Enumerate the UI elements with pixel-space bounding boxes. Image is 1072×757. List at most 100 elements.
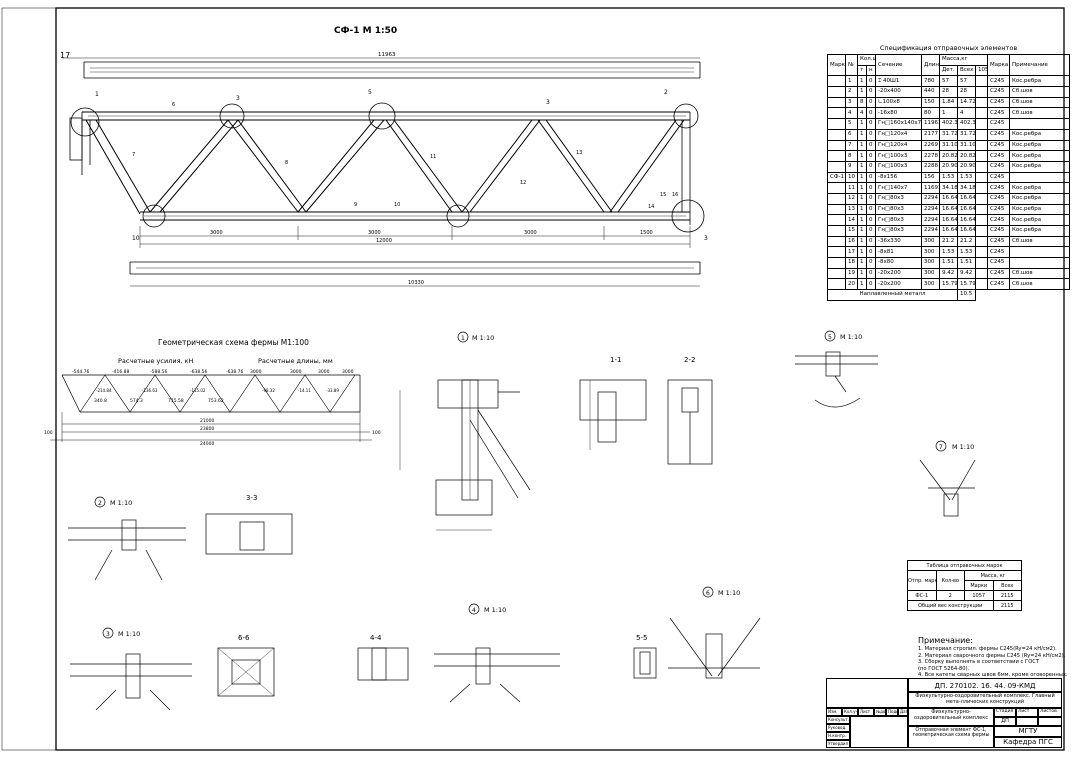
spec-cell-t: 1 — [857, 203, 867, 216]
spec-cell-steel: С245 — [987, 171, 1010, 184]
spec-cell-section: Гн□80х3 — [875, 192, 922, 205]
spec-cell-section: -8х156 — [875, 171, 922, 184]
spec-cell-length: 150 — [921, 96, 940, 109]
spec-cell-note: Кос.ребра — [1008, 203, 1071, 216]
spec-cell-mass-all: 1.51 — [957, 257, 976, 269]
spec-cell-mass-all: 15.79 — [957, 278, 976, 291]
stamp-org: МГТУ — [994, 726, 1062, 737]
spec-cell-mass-det: 1.51 — [939, 257, 958, 269]
spec-cell-mass-mark — [975, 203, 988, 216]
spec-cell-mass-mark — [975, 192, 988, 205]
node-5-detail — [795, 330, 878, 408]
section-6-6-label: 6-6 — [238, 634, 250, 642]
member-label-9: 9 — [354, 202, 357, 208]
scheme-diag-force-2: -136.63 — [142, 388, 158, 393]
scheme-length-2: 3000 — [290, 369, 302, 375]
node-4-scale: М 1:10 — [484, 606, 506, 614]
spec-cell-mass-det: 16.64 — [939, 225, 958, 237]
spec-cell-note: Кос.ребра — [1008, 150, 1071, 162]
specification-table: Спецификация отправочных элементов Марка… — [827, 43, 1071, 301]
spec-cell-length: 2177 — [921, 128, 940, 141]
spec-cell-mark — [827, 225, 846, 237]
spec-cell-mark — [827, 139, 846, 152]
spec-cell-mark — [827, 150, 846, 162]
member-label-7: 7 — [132, 152, 135, 158]
spec-cell-mass-all: 31.72 — [957, 128, 976, 141]
spec-cell-mass-det: 20.82 — [939, 150, 958, 162]
spec-cell-length: 300 — [921, 278, 940, 291]
spec-cell-mass-all: 16.64 — [957, 203, 976, 216]
spec-cell-steel: С245 — [987, 214, 1010, 226]
spec-cell-n: 0 — [866, 278, 876, 291]
spec-cell-steel: С245 — [987, 203, 1010, 216]
spec-cell-t: 1 — [857, 150, 867, 162]
spec-cell-section: ⌶ 40Ш1 — [875, 75, 922, 88]
stamp-label-consult: Консульт. — [826, 716, 850, 724]
node-4-number: 4 — [472, 607, 476, 614]
scheme-diag-force-5: -14.11 — [298, 388, 311, 393]
spec-cell-mass-mark — [975, 225, 988, 237]
mass-row-mass: 1057 — [964, 590, 994, 601]
spec-cell-mass-mark — [975, 96, 988, 109]
section-6-6-detail — [217, 647, 275, 697]
spec-cell-length: 80 — [921, 107, 940, 120]
spec-row: 7 1 0 Гн□120х4 2269 31.10 31.10 С245 Кос… — [827, 139, 1071, 152]
spec-cell-mass-mark — [975, 128, 988, 141]
member-label-12: 12 — [520, 180, 526, 186]
scheme-top-force-3: -588.56 — [150, 369, 168, 375]
spec-cell-num: 4 — [845, 107, 858, 120]
mass-row-qty: 2 — [935, 590, 965, 601]
spec-cell-note: Сб.шов — [1008, 96, 1071, 109]
member-label-13: 13 — [576, 150, 582, 156]
spec-cell-note: Кос.ребра — [1008, 225, 1071, 237]
mark-bottom-right: 3 — [704, 235, 708, 242]
spec-cell-mass-all: 21.2 — [957, 235, 976, 248]
member-label-8: 8 — [285, 160, 288, 166]
spec-cell-num: 10 — [845, 171, 858, 184]
mass-col-qty: Кол-во — [935, 570, 965, 591]
spec-cell-mass-all: 16.64 — [957, 214, 976, 226]
spec-total-label: Наплавленный металл — [827, 289, 958, 301]
spec-cell-t: 1 — [857, 278, 867, 291]
spec-row: 2 1 0 -20х400 440 28 28 С245 Сб.шов — [827, 86, 1071, 98]
spec-cell-note — [1008, 246, 1071, 259]
node-7-number: 7 — [939, 444, 943, 451]
spec-cell-mass-all: 34.18 — [957, 182, 976, 194]
stamp-stage: ДП — [994, 717, 1016, 726]
spec-cell-mass-all: 1.53 — [957, 246, 976, 259]
spec-cell-section: -20х200 — [875, 278, 922, 291]
spec-cell-mass-mark — [975, 278, 988, 291]
scheme-diag-force-1: -214.84 — [96, 388, 112, 393]
node-3-scale: М 1:10 — [118, 630, 140, 638]
spec-cell-mass-mark — [975, 257, 988, 269]
node-mark-2: 3 — [236, 95, 240, 102]
stamp-label-stage: Стадия — [994, 708, 1016, 717]
spec-sub-mark-total: 1057 — [975, 64, 988, 77]
spec-cell-steel: С245 — [987, 107, 1010, 120]
spec-cell-mass-det: 1.84 — [939, 96, 958, 109]
spec-cell-section: -36х330 — [875, 235, 922, 248]
spec-cell-section: ∟100х8 — [875, 96, 922, 109]
member-label-16: 16 — [672, 192, 678, 198]
spec-cell-note: Сб.шов — [1008, 267, 1071, 280]
spec-cell-mass-det: 16.64 — [939, 214, 958, 226]
spec-cell-num: 14 — [845, 214, 858, 226]
spec-cell-section: Гн□120х4 — [875, 139, 922, 152]
spec-cell-steel: С245 — [987, 118, 1010, 130]
spec-cell-t: 1 — [857, 214, 867, 226]
spec-cell-steel: С245 — [987, 96, 1010, 109]
spec-cell-mark — [827, 235, 846, 248]
spec-cell-n: 0 — [866, 160, 876, 173]
spec-cell-mass-det: 402.3 — [939, 118, 958, 130]
spec-sub-det: Дет. — [939, 64, 958, 77]
node-3-detail — [70, 627, 192, 711]
stamp-label-izm: Изм. — [826, 708, 842, 716]
spec-row: 14 1 0 Гн□80х3 2294 16.64 16.64 С245 Кос… — [827, 214, 1071, 226]
stamp-sheets-count — [1038, 717, 1062, 726]
spec-row: 18 1 0 -8х80 300 1.51 1.51 С245 — [827, 257, 1071, 269]
spec-cell-mark — [827, 96, 846, 109]
section-4-4-label: 4-4 — [370, 634, 382, 642]
mass-col-mark: Отпр. марка — [907, 570, 937, 591]
spec-cell-n: 0 — [866, 128, 876, 141]
